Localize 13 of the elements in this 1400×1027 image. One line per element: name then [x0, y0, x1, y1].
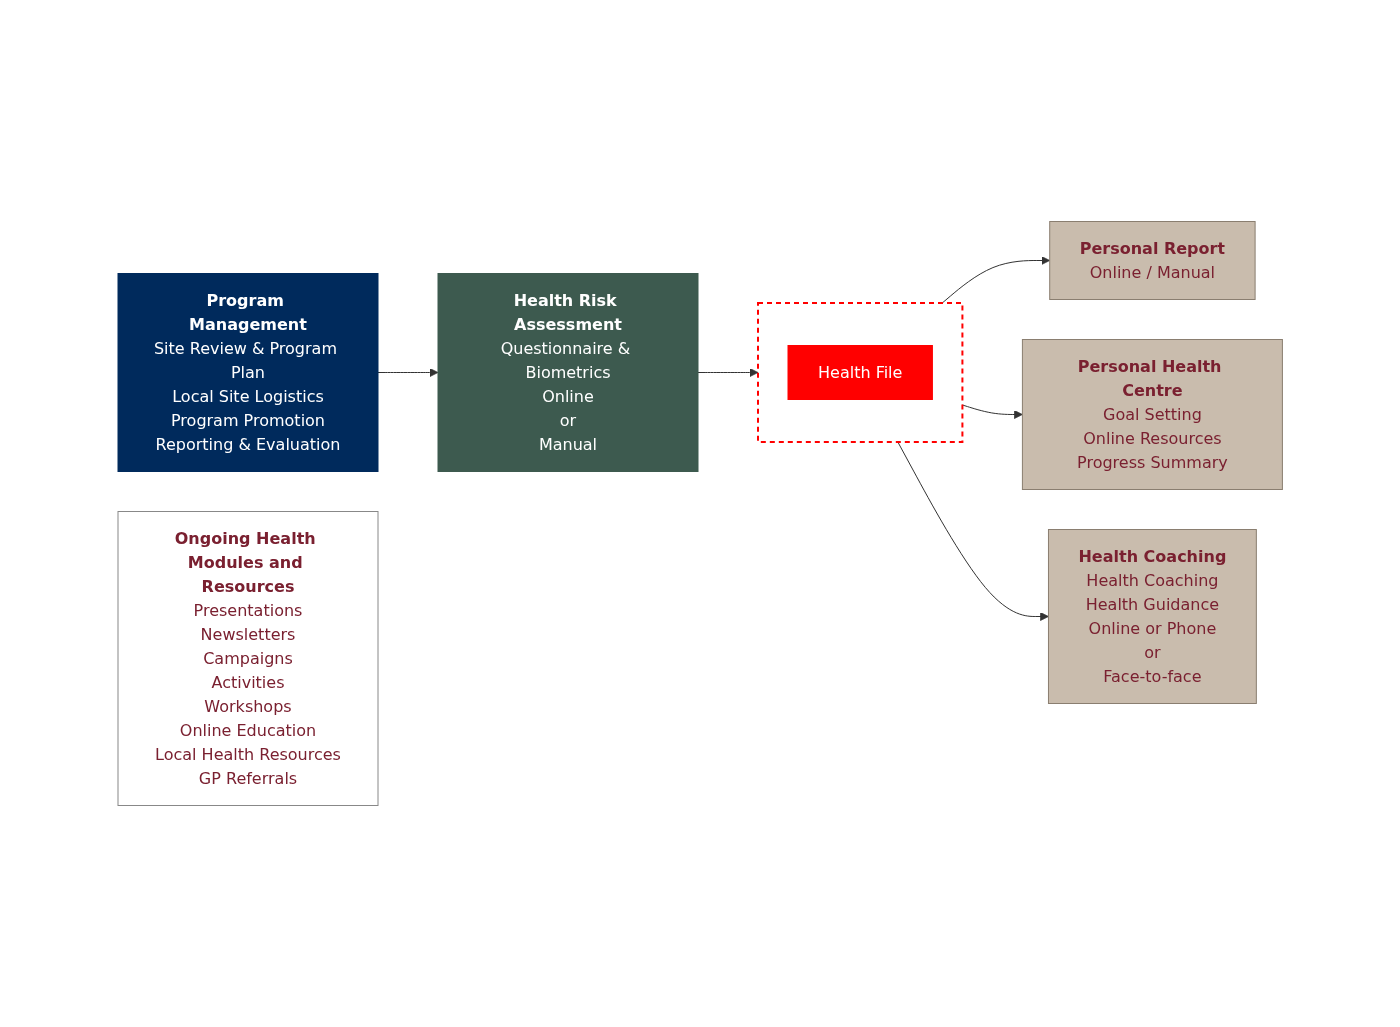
arrow	[941, 256, 1050, 304]
cluster	[756, 302, 964, 443]
node-box: Personal Health Centre Goal Setting Online Resources Progress Summary	[1021, 339, 1283, 490]
arrow	[961, 404, 1023, 419]
node-box: Ongoing Health Modules and Resources Presentations Newsletters Campaigns Activities Workshops Online Education Local Health Resources GP Referrals	[117, 511, 379, 806]
node-box: Personal Report Online / Manual	[1049, 221, 1256, 300]
node-box: Health Risk Assessment Questionnaire & Biometrics Online or Manual	[437, 273, 699, 472]
arrow	[377, 368, 439, 377]
arrow	[697, 368, 759, 377]
node-box: Health Coaching Health Coaching Health Guidance Online or Phone or Face-to-face	[1047, 529, 1257, 704]
arrow	[897, 441, 1049, 621]
node-box: Program Management Site Review & Program Plan Local Site Logistics Program Promotion Reporting & Evaluation	[117, 273, 379, 472]
node-box: Health File	[787, 345, 933, 400]
